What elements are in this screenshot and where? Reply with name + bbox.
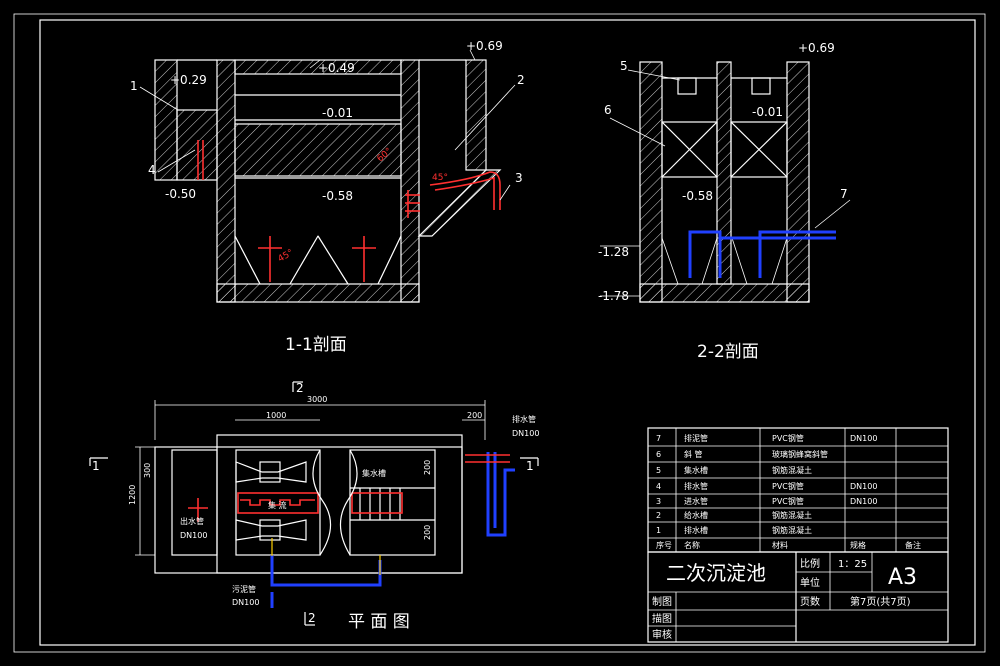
label-22-elev-m128: -1.28 xyxy=(598,245,629,259)
checked-by: 审核 xyxy=(652,628,672,641)
title-plan: 平 面 图 xyxy=(348,612,410,632)
scale-label: 比例 xyxy=(800,557,820,570)
dim-200b: 200 xyxy=(423,460,432,475)
wall-left-lower xyxy=(176,109,218,181)
dim-1000: 1000 xyxy=(266,411,286,420)
bom-cell-no: 4 xyxy=(656,482,661,491)
slab-top xyxy=(234,59,402,75)
title-block xyxy=(647,551,949,643)
plan-view xyxy=(89,381,539,626)
cut-1-right: 1 xyxy=(526,459,534,473)
label-sludge-pipe: 污泥管 xyxy=(232,584,256,594)
inclined-tube-zone xyxy=(234,123,402,177)
label-22-elev-m001: -0.01 xyxy=(752,105,783,119)
scale-value: 1：25 xyxy=(838,559,867,570)
bom-cell-name: 排水管 xyxy=(684,481,708,491)
section-2-2 xyxy=(600,61,851,303)
bom-cell-material: 钢筋混凝土 xyxy=(772,525,812,535)
label-outlet-dn: DN100 xyxy=(180,531,207,540)
inner-frame xyxy=(39,19,976,646)
bom-cell-material: PVC钢管 xyxy=(772,496,804,506)
label-elev-049: +0.49 xyxy=(318,61,355,75)
wall-main-right xyxy=(400,59,420,303)
drawing-name: 二次沉淀池 xyxy=(666,561,766,585)
label-angle-b: 45° xyxy=(432,173,448,183)
tag-4: 4 xyxy=(148,163,156,177)
tag-2: 2 xyxy=(517,73,525,87)
label-elev-029: +0.29 xyxy=(170,73,207,87)
bom-cell-no: 7 xyxy=(656,434,661,443)
wall-main-left xyxy=(216,59,236,303)
tag-5: 5 xyxy=(620,59,628,73)
label-outlet-pipe: 出水管 xyxy=(180,516,204,526)
section-1-1 xyxy=(139,49,516,303)
label-angle-c: 45° xyxy=(277,248,296,265)
bom-cell-name: 进水管 xyxy=(684,496,708,506)
bom-cell-material: 玻璃钢蜂窝斜管 xyxy=(772,449,828,459)
slab-bottom xyxy=(216,283,420,303)
label-22-elev-069: +0.69 xyxy=(798,41,835,55)
bom-cell-name: 给水槽 xyxy=(684,510,708,520)
label-elev-m050: -0.50 xyxy=(165,187,196,201)
cut-2-top: 2 xyxy=(296,381,304,395)
label-weir: 集 流 xyxy=(268,500,287,510)
cut-2-bottom: 2 xyxy=(308,611,316,625)
dim-200: 200 xyxy=(467,411,482,420)
cut-1-left: 1 xyxy=(92,459,100,473)
bom-cell-material: 钢筋混凝土 xyxy=(772,510,812,520)
bom-cell-name: 斜 管 xyxy=(684,449,703,459)
bom-cell-material: PVC钢管 xyxy=(772,433,804,443)
bom-cell-no: 1 xyxy=(656,526,661,535)
bom-cell-material: PVC钢管 xyxy=(772,481,804,491)
bom-cell-no: 6 xyxy=(656,450,661,459)
bom-cell-name: 排水槽 xyxy=(684,525,708,535)
label-22-elev-m178: -1.78 xyxy=(598,289,629,303)
label-drain-pipe: 排水管 xyxy=(512,414,536,424)
title-section-2-2: 2-2剖面 xyxy=(697,342,759,362)
bom-header-material: 材料 xyxy=(772,540,788,550)
title-section-1-1: 1-1剖面 xyxy=(285,335,347,355)
traced-by: 描图 xyxy=(652,612,672,625)
label-elev-m001: -0.01 xyxy=(322,106,353,120)
unit-label: 单位 xyxy=(800,576,820,589)
bom-cell-spec: DN100 xyxy=(850,434,877,443)
bom-cell-no: 3 xyxy=(656,497,661,506)
bom-cell-spec: DN100 xyxy=(850,497,877,506)
page-label: 页数 xyxy=(800,595,820,608)
tag-1: 1 xyxy=(130,79,138,93)
dim-1200: 1200 xyxy=(128,485,137,505)
wall-inlet xyxy=(465,59,487,171)
dim-300: 300 xyxy=(143,463,152,478)
label-22-elev-m058: -0.58 xyxy=(682,189,713,203)
bom-header-no: 序号 xyxy=(656,540,672,550)
tag-3: 3 xyxy=(515,171,523,185)
sheet-size: A3 xyxy=(888,565,917,590)
bom-cell-no: 2 xyxy=(656,511,661,520)
tag-6: 6 xyxy=(604,103,612,117)
label-elev-069: +0.69 xyxy=(466,39,503,53)
drawn-by: 制图 xyxy=(652,595,672,608)
dim-200c: 200 xyxy=(423,525,432,540)
bom-cell-material: 钢筋混凝土 xyxy=(772,465,812,475)
outer-frame xyxy=(13,13,986,653)
label-drain-dn: DN100 xyxy=(512,429,539,438)
bom-cell-name: 集水槽 xyxy=(684,465,708,475)
page-value: 第7页(共7页) xyxy=(850,595,911,608)
dim-3000: 3000 xyxy=(307,395,327,404)
label-sludge-dn: DN100 xyxy=(232,598,259,607)
bom-cell-spec: DN100 xyxy=(850,482,877,491)
label-collect-trough: 集水槽 xyxy=(362,468,386,478)
bom-cell-no: 5 xyxy=(656,466,661,475)
tag-7: 7 xyxy=(840,187,848,201)
bom-header-spec: 规格 xyxy=(850,540,866,550)
bom-cell-name: 排泥管 xyxy=(684,433,708,443)
bom-header-name: 名称 xyxy=(684,540,700,550)
bom-header-note: 备注 xyxy=(905,540,921,550)
label-elev-m058: -0.58 xyxy=(322,189,353,203)
